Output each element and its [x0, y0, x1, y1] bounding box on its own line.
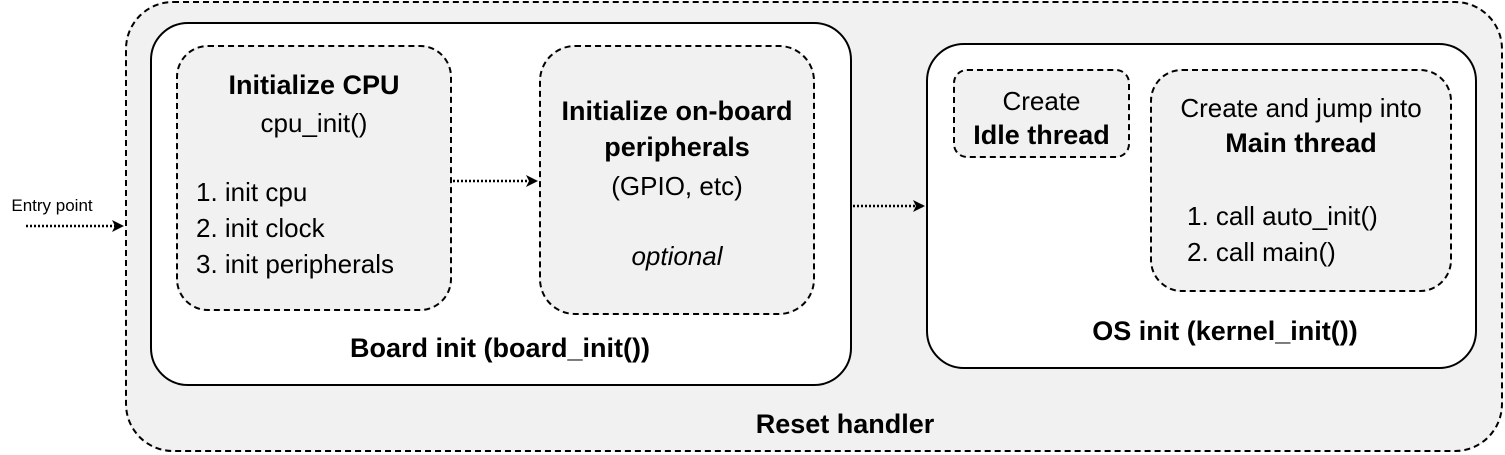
peripherals-optional-note: optional [631, 241, 723, 271]
main-thread-box [1150, 69, 1452, 292]
cpu-init-title: Initialize CPU [228, 70, 400, 100]
cpu-step: 1. init cpu [196, 177, 308, 207]
main-thread-line1: Create and jump into [1180, 93, 1422, 123]
main-step: 1. call auto_init() [1187, 201, 1378, 231]
peripherals-init-box [539, 45, 815, 315]
idle-thread-line2: Idle thread [973, 120, 1110, 150]
main-thread-steps: 1. call auto_init() 2. call main() [1187, 198, 1378, 270]
cpu-init-steps: 1. init cpu 2. init clock 3. init periph… [196, 174, 394, 282]
board-init-title: Board init (board_init()) [350, 333, 650, 363]
main-step: 2. call main() [1187, 237, 1336, 267]
cpu-step: 2. init clock [196, 213, 325, 243]
idle-thread-line1: Create [1002, 86, 1081, 116]
cpu-init-box [176, 45, 452, 311]
main-thread-line2: Main thread [1225, 128, 1377, 158]
cpu-init-function: cpu_init() [260, 108, 368, 138]
peripherals-title-line1: Initialize on-board [561, 96, 793, 126]
cpu-step: 3. init peripherals [196, 249, 394, 279]
reset-handler-title: Reset handler [755, 409, 935, 439]
peripherals-title-line2: peripherals [604, 132, 750, 162]
entry-point-label: Entry point [11, 196, 93, 215]
peripherals-detail: (GPIO, etc) [611, 171, 743, 201]
idle-thread-box [953, 69, 1130, 158]
os-init-title: OS init (kernel_init()) [1092, 316, 1358, 346]
